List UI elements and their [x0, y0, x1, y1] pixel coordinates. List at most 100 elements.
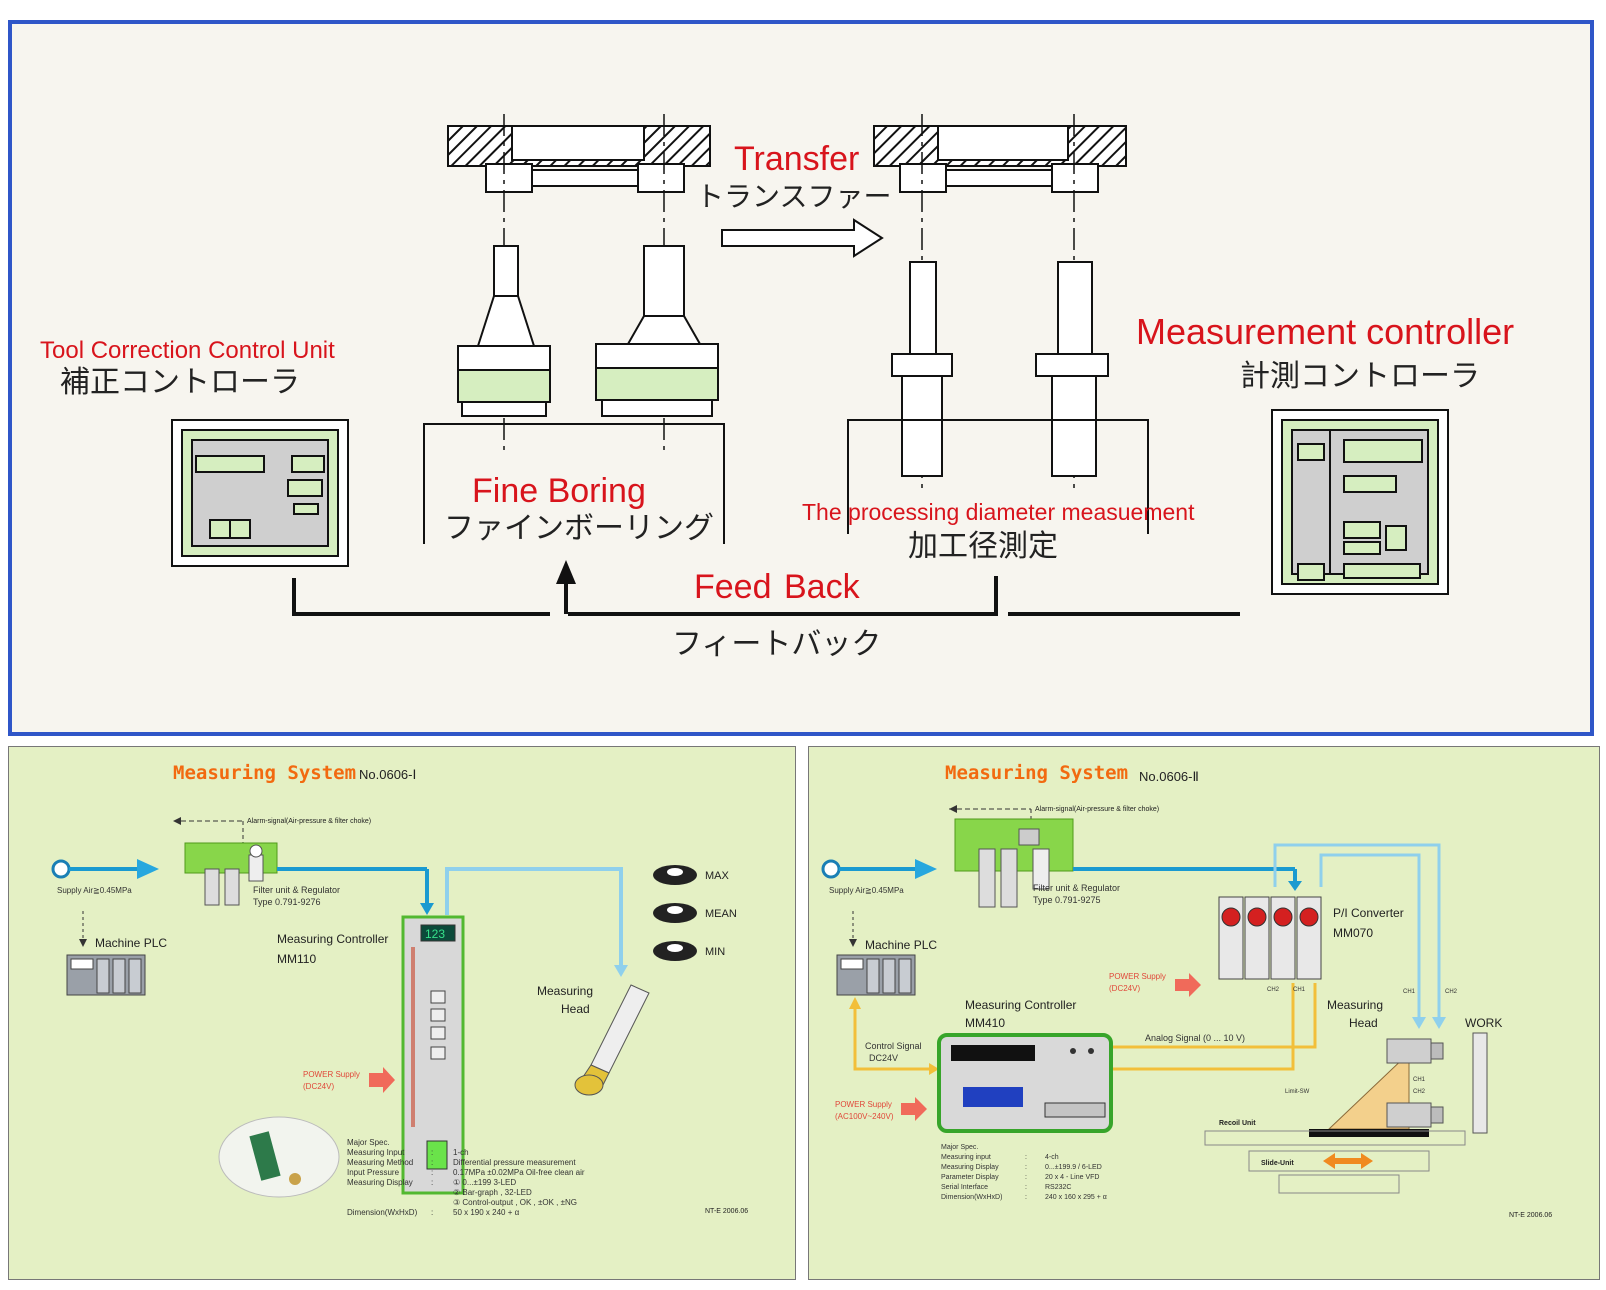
spec-value-1: 1-ch — [453, 1148, 469, 1157]
alarm-signal-label: Alarm-signal(Air-pressure & filter choke… — [247, 818, 371, 825]
machine-plc-icon — [836, 954, 916, 996]
svg-text::: : — [431, 1148, 433, 1157]
filter-type-label: Type 0.791-9275 — [1033, 895, 1101, 905]
feedback-jp-label: フィートバック — [672, 627, 881, 662]
panel-title: Measuring System — [945, 762, 1128, 784]
supply-air-label: Supply Air≧0.45MPa — [57, 886, 132, 895]
measurement-controller-label: Measurement controller — [1136, 311, 1514, 352]
product-photo — [218, 1116, 340, 1198]
measuring-head-probe-icon — [574, 984, 650, 1096]
spec-value-3: 0.17MPa ±0.02MPa Oil-free clean air — [453, 1168, 585, 1177]
spec-value-3: 20 x 4 - Line VFD — [1045, 1174, 1099, 1181]
spec-label-7: Dimension(WxHxD) — [347, 1208, 418, 1217]
spec-value-2: Differential pressure measurement — [453, 1158, 576, 1167]
footer-label: NT-E 2006.06 — [1509, 1212, 1552, 1219]
spec-label-1: Measuring input — [941, 1154, 991, 1161]
measuring-head-label-2: Head — [1349, 1016, 1378, 1030]
controller-name-label: Measuring Controller — [277, 932, 388, 946]
measurement-controller-box — [1271, 409, 1449, 595]
feedback-loop-lines — [292, 560, 1240, 616]
tool-correction-jp-label: 補正コントローラ — [60, 365, 300, 400]
machine-plc-icon — [66, 954, 146, 996]
spec-value-4: ① 0...±199 3-LED — [453, 1178, 516, 1187]
svg-text::: : — [431, 1178, 433, 1187]
channel-label-3: CH1 — [1403, 989, 1416, 995]
tool-correction-label: Tool Correction Control Unit — [40, 337, 335, 364]
measuring-system-1-panel: Measuring System No.0606-Ⅰ Alarm-signal(… — [8, 746, 796, 1280]
work-label: WORK — [1465, 1016, 1502, 1030]
measuring-head-label-2: Head — [561, 1002, 590, 1016]
spec-value-7: 50 x 190 x 240 + α — [453, 1208, 520, 1217]
power-supply-ac-label-1: POWER Supply — [835, 1100, 892, 1109]
left-spindle-head — [447, 114, 719, 454]
control-signal-label-1: Control Signal — [865, 1041, 922, 1051]
measuring-head-label-1: Measuring — [537, 984, 593, 998]
controller-display: 123 — [425, 927, 445, 941]
power-supply-label-1: POWER Supply — [303, 1070, 360, 1079]
spec-value-4: RS232C — [1045, 1184, 1071, 1191]
alarm-signal-label: Alarm-signal(Air-pressure & filter choke… — [1035, 806, 1159, 813]
panel-title: Measuring System — [173, 762, 356, 784]
fine-boring-work-base — [423, 423, 725, 544]
measuring-system-2-panel: Measuring System No.0606-Ⅱ Alarm-signal(… — [808, 746, 1600, 1280]
spec-label-1: Measuring Input — [347, 1148, 405, 1157]
fine-boring-feedback-diagram: Transfer トランスファー Tool Correction Control… — [8, 20, 1594, 736]
spec-value-5: 240 x 160 x 295 + α — [1045, 1194, 1107, 1201]
power-ac-arrow-icon — [901, 1097, 927, 1121]
fine-boring-jp-label: ファインボーリング — [444, 511, 714, 546]
slide-unit-rail — [1204, 1130, 1466, 1194]
machine-plc-label: Machine PLC — [865, 938, 937, 952]
spec-value-6: ③ Control-output , OK , ±OK , ±NG — [453, 1198, 577, 1207]
feedback-label-back: Back — [784, 568, 861, 606]
spec-value-5: ② Bar-graph , 32-LED — [453, 1188, 532, 1197]
filter-type-label: Type 0.791-9276 — [253, 897, 321, 907]
filter-unit-label: Filter unit & Regulator — [1033, 883, 1120, 893]
pi-converter-label-2: MM070 — [1333, 926, 1373, 940]
spec-label-4: Serial Interface — [941, 1184, 988, 1191]
power-dc-arrow-icon — [1175, 973, 1201, 997]
spec-label-2: Measuring Method — [347, 1158, 413, 1167]
spec-value-2: 0...±199.9 / 6-LED — [1045, 1164, 1102, 1171]
controller-name-label: Measuring Controller — [965, 998, 1076, 1012]
svg-text::: : — [1025, 1174, 1027, 1181]
transfer-jp-label: トランスファー — [696, 180, 891, 213]
machine-plc-label: Machine PLC — [95, 936, 167, 950]
ring-max-label: MAX — [705, 870, 730, 882]
filter-unit-label: Filter unit & Regulator — [253, 885, 340, 895]
feedback-label-feed: Feed — [694, 568, 772, 606]
power-supply-dc-label-1: POWER Supply — [1109, 972, 1166, 981]
measuring-head-label-1: Measuring — [1327, 998, 1383, 1012]
ring-min-label: MIN — [705, 946, 725, 958]
recoil-unit-label: Recoil Unit — [1219, 1120, 1256, 1127]
fine-boring-label: Fine Boring — [472, 472, 646, 510]
power-supply-label-2: (DC24V) — [303, 1082, 334, 1091]
air-inlet-icon — [821, 859, 841, 879]
measurement-work-base — [847, 419, 1149, 534]
spec-label-3: Parameter Display — [941, 1174, 999, 1181]
spec-label-3: Input Pressure — [347, 1168, 400, 1177]
top-diagram-svg: Transfer トランスファー Tool Correction Control… — [40, 114, 1514, 662]
power-supply-ac-label-2: (AC100V~240V) — [835, 1112, 894, 1121]
svg-text::: : — [431, 1168, 433, 1177]
filter-regulator-unit — [954, 818, 1074, 908]
diameter-measurement-label: The processing diameter measuement — [802, 499, 1195, 525]
footer-label: NT-E 2006.06 — [705, 1208, 748, 1215]
channel-label-4: CH2 — [1445, 989, 1458, 995]
control-signal-label-2: DC24V — [869, 1053, 898, 1063]
measuring-system-2-svg: Measuring System No.0606-Ⅱ Alarm-signal(… — [821, 762, 1552, 1219]
controller-model-label: MM110 — [277, 952, 316, 966]
measuring-head-fixture — [1309, 1032, 1488, 1137]
channel-label-1: CH2 — [1267, 987, 1280, 993]
transfer-label: Transfer — [734, 140, 859, 178]
spec-heading: Major Spec. — [941, 1144, 978, 1151]
air-flow-arrow-icon — [915, 859, 937, 879]
spec-label-4: Measuring Display — [347, 1178, 413, 1187]
ring-mean-label: MEAN — [705, 908, 737, 920]
analog-signal-label: Analog Signal (0 ... 10 V) — [1145, 1033, 1245, 1043]
svg-text::: : — [431, 1158, 433, 1167]
air-inlet-icon — [51, 859, 71, 879]
transfer-arrow-icon — [721, 218, 884, 258]
panel-number: No.0606-Ⅰ — [359, 767, 416, 782]
pi-converter-label-1: P/I Converter — [1333, 906, 1404, 920]
feedback-arrow-up-icon — [556, 560, 576, 584]
